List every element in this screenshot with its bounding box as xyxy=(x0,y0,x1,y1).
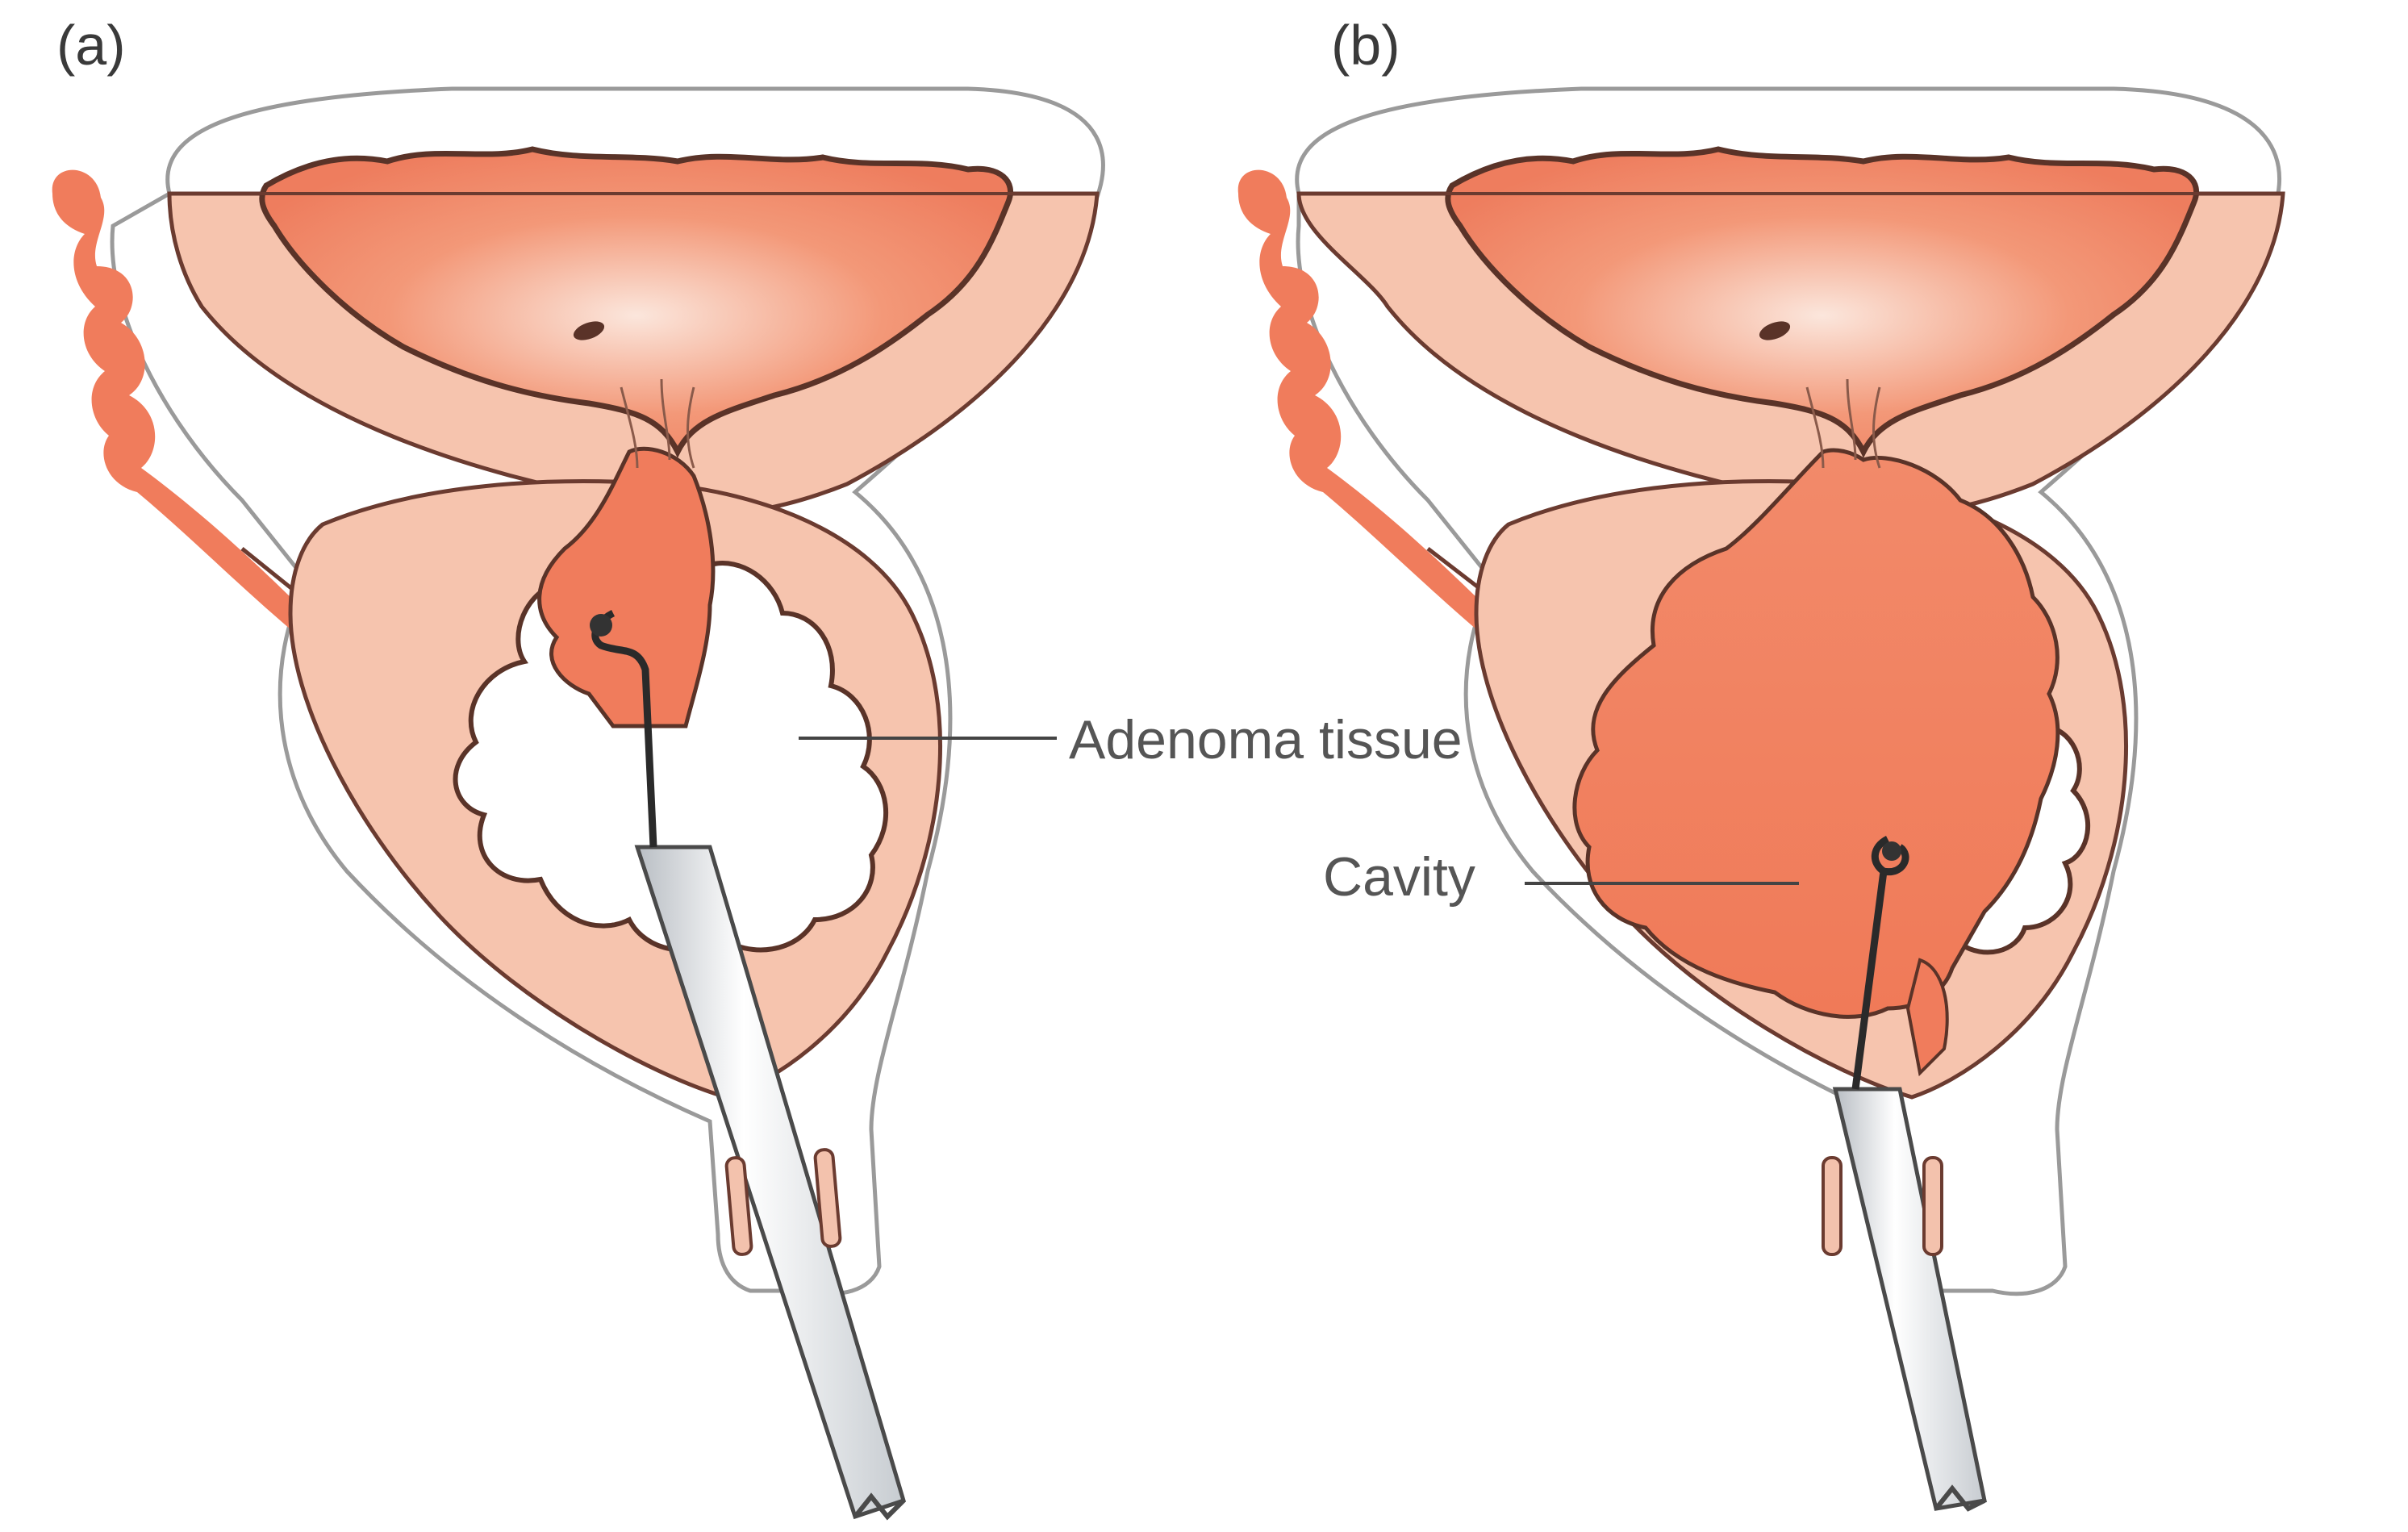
panel-a: (a) Adenoma tissue xyxy=(52,14,1463,1517)
sphincter-left-b xyxy=(1823,1158,1841,1254)
sphincter-right-b xyxy=(1924,1158,1942,1254)
resectoscope-shaft-b xyxy=(1835,1089,1984,1509)
resectoscope-loop-b xyxy=(1882,841,1901,861)
callout-adenoma-tissue: Adenoma tissue xyxy=(1069,709,1463,770)
resectoscope-loop-a xyxy=(590,614,612,637)
callout-cavity: Cavity xyxy=(1323,846,1475,908)
panel-b-label: (b) xyxy=(1331,14,1400,77)
panel-a-label: (a) xyxy=(56,14,126,77)
